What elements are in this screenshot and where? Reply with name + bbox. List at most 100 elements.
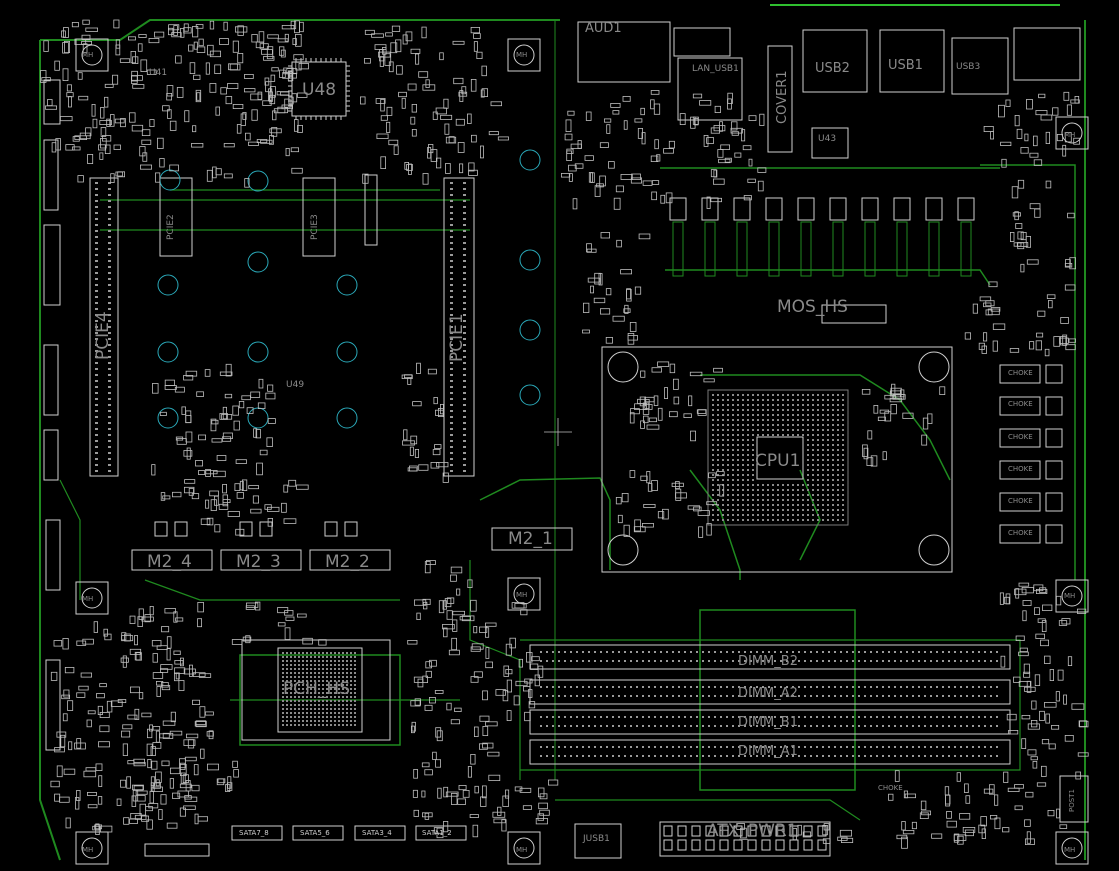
cpu-pad xyxy=(767,499,769,501)
pcie-pin xyxy=(463,224,466,226)
smd-component xyxy=(980,816,987,827)
smd-component xyxy=(197,618,202,628)
pcie-pin xyxy=(450,434,453,436)
cpu-pad xyxy=(837,434,839,436)
smd-component xyxy=(62,42,69,54)
cpu-pad xyxy=(827,394,829,396)
cpu-pad xyxy=(837,409,839,411)
cpu-socket-trace-1 xyxy=(700,374,951,481)
cpu-pad xyxy=(732,439,734,441)
dimm-pin xyxy=(882,716,884,718)
cpu-pad xyxy=(782,514,784,516)
pch-pad xyxy=(322,724,324,726)
smd-component xyxy=(395,39,402,53)
cpu-pad xyxy=(717,399,719,401)
dimm-pin xyxy=(768,686,770,688)
pcie3-slot xyxy=(302,177,336,257)
dimm-pin xyxy=(804,660,806,662)
dimm-pin xyxy=(828,755,830,757)
smd-component xyxy=(232,40,239,53)
smd-component xyxy=(1003,771,1009,783)
smd-component xyxy=(470,134,477,143)
dimm-pin xyxy=(654,651,656,653)
smd-component xyxy=(244,178,250,188)
smd-component xyxy=(1035,110,1048,116)
smd-component xyxy=(217,778,226,784)
cpu-pad xyxy=(772,504,774,506)
smd-component xyxy=(979,296,992,302)
cpu-pad xyxy=(752,464,754,466)
smd-component xyxy=(651,480,658,491)
pch-pad xyxy=(318,660,320,662)
smd-component xyxy=(488,131,499,136)
smd-component xyxy=(866,457,874,466)
pch-pad xyxy=(346,688,348,690)
vrm-choke-body xyxy=(896,221,908,277)
dimm-pin xyxy=(924,651,926,653)
cpu-pad xyxy=(737,509,739,511)
cpu-pad xyxy=(787,484,789,486)
dimm-pin xyxy=(618,746,620,748)
dimm-pin xyxy=(672,716,674,718)
cpu-pad xyxy=(752,504,754,506)
pch-pad xyxy=(354,716,356,718)
pch-pad xyxy=(310,668,312,670)
cpu-pad xyxy=(807,409,809,411)
atx-pin xyxy=(747,825,757,837)
smd-component xyxy=(225,96,233,105)
cpu-pad xyxy=(722,399,724,401)
smd-component xyxy=(919,812,929,820)
dimm-pin xyxy=(870,746,872,748)
smd-component xyxy=(283,67,294,75)
pcie-pin xyxy=(463,458,466,460)
pch-pad xyxy=(326,676,328,678)
dimm-pin xyxy=(744,725,746,727)
dimm-pin xyxy=(576,755,578,757)
smd-component xyxy=(76,640,87,646)
smd-component xyxy=(302,637,313,645)
cpu-pad xyxy=(827,464,829,466)
smd-component xyxy=(97,796,103,805)
atx-pin xyxy=(817,839,827,851)
smd-component xyxy=(620,173,633,180)
smd-component xyxy=(443,821,449,833)
cpu-pad xyxy=(797,509,799,511)
cpu-pad xyxy=(757,419,759,421)
dimm-pin xyxy=(846,755,848,757)
pch-pad xyxy=(326,704,328,706)
cpu-pad xyxy=(767,484,769,486)
dimm-pin xyxy=(792,651,794,653)
pch-pad xyxy=(346,664,348,666)
dimm-pin xyxy=(720,755,722,757)
cpu-pad xyxy=(792,514,794,516)
smd-component xyxy=(1033,159,1043,166)
vrm-choke-body xyxy=(736,221,748,277)
smd-component xyxy=(71,21,79,28)
pch-pad xyxy=(290,668,292,670)
smd-component xyxy=(99,152,104,160)
smd-component xyxy=(267,384,274,392)
pcie-pin xyxy=(108,404,111,406)
smd-component xyxy=(566,148,574,155)
pch-pad xyxy=(330,700,332,702)
cpu-pad xyxy=(747,449,749,451)
smd-component xyxy=(1040,639,1050,647)
pcie-pin xyxy=(450,410,453,412)
dimm-pin xyxy=(942,695,944,697)
pch-pad xyxy=(298,664,300,666)
dimm-pin xyxy=(762,660,764,662)
smd-component xyxy=(657,407,663,421)
cpu-pad xyxy=(727,434,729,436)
pch-pad xyxy=(282,712,284,714)
cpu-pad xyxy=(742,434,744,436)
cpu-pad xyxy=(752,499,754,501)
smd-component xyxy=(206,517,214,526)
dimm-pin xyxy=(696,725,698,727)
smd-component xyxy=(162,495,171,500)
cpu-pad xyxy=(827,509,829,511)
cpu-pad xyxy=(717,514,719,516)
smd-component xyxy=(129,615,136,624)
cpu-pad xyxy=(727,494,729,496)
dimm-pin xyxy=(822,695,824,697)
cpu-pad xyxy=(802,414,804,416)
